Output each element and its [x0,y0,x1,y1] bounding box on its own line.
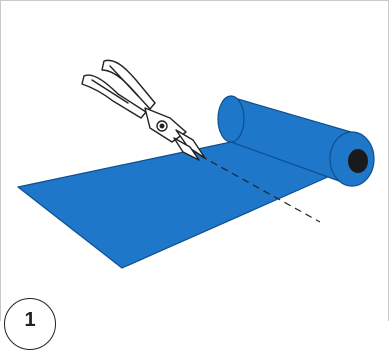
cutting-illustration [0,0,391,321]
tin-snips-icon [82,60,205,160]
step-number-badge: 1 [4,298,56,350]
roll-core [348,149,368,173]
